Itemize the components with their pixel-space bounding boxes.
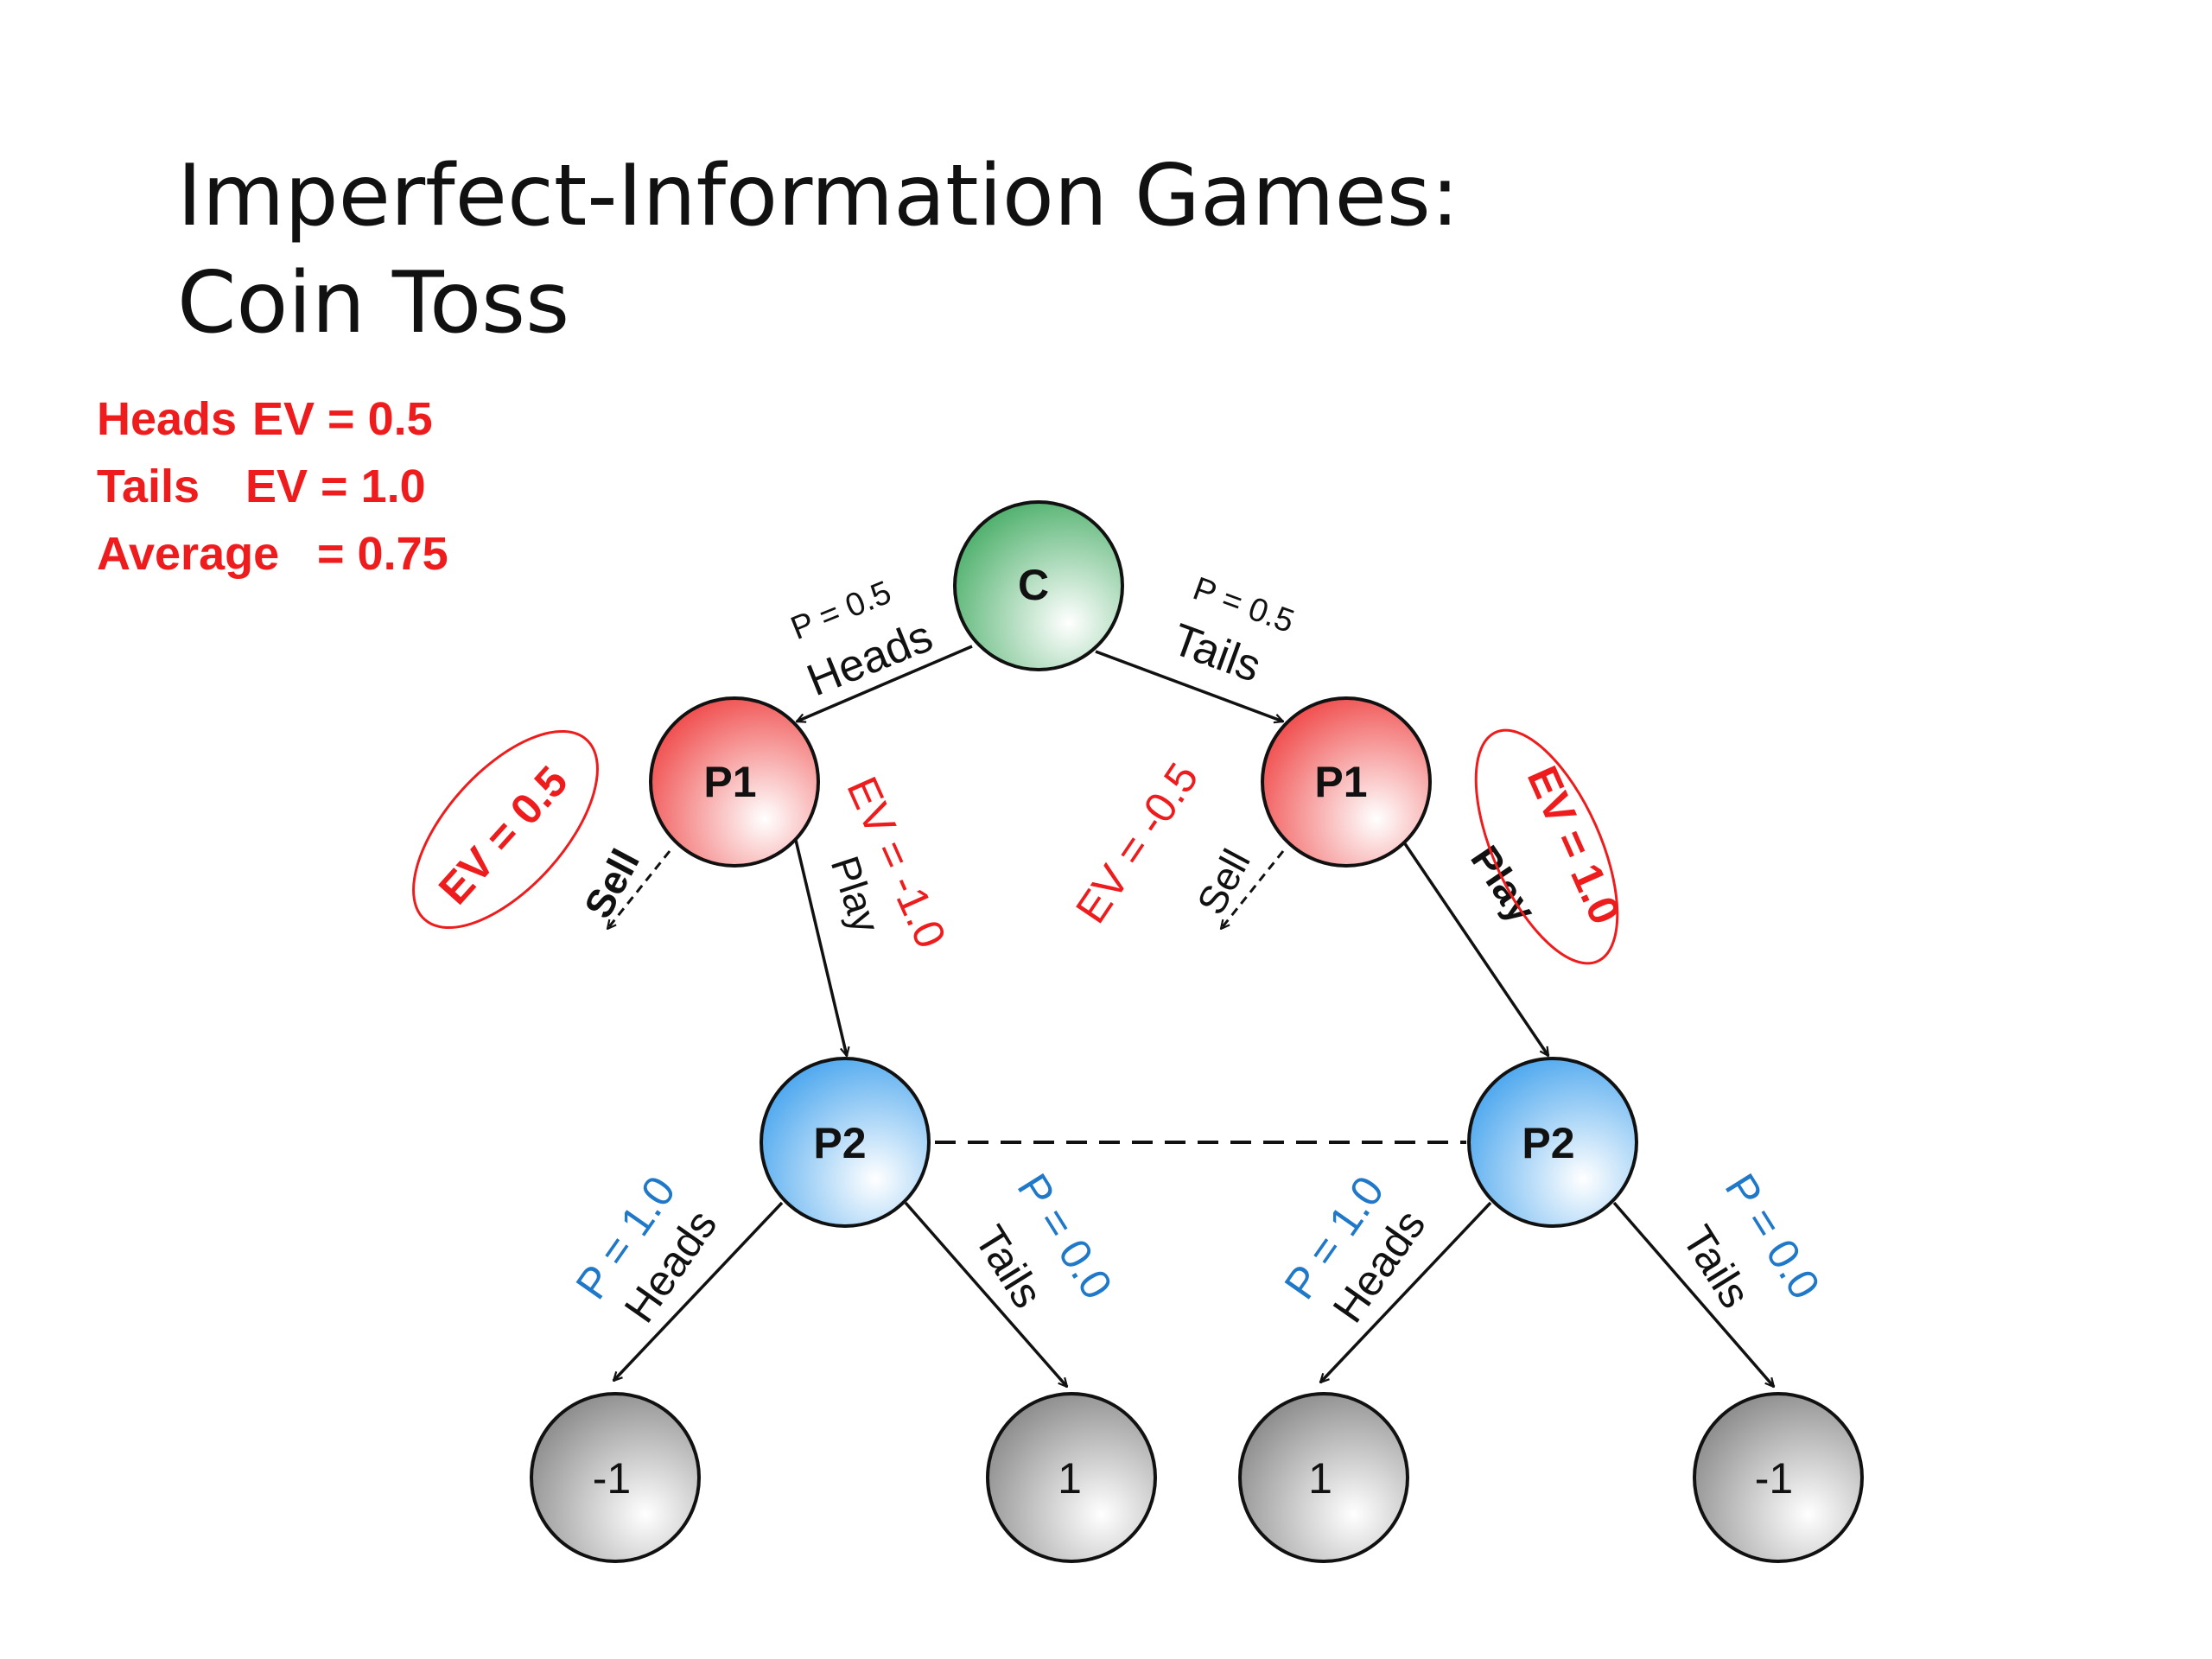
- leaf-node-4: -1: [1693, 1392, 1864, 1563]
- node-p2-right-label: P2: [1522, 1119, 1574, 1167]
- highlight-ellipse-left: [412, 729, 599, 930]
- node-p1-right-label: P1: [1314, 758, 1367, 806]
- highlight-ellipse-right: [1474, 728, 1619, 965]
- leaf-node-2: 1: [986, 1392, 1157, 1563]
- leaf-4-payoff: -1: [1755, 1454, 1793, 1503]
- leaf-2-payoff: 1: [1058, 1454, 1082, 1503]
- edge-chance-tails: [1095, 650, 1283, 721]
- summary-average-value: = 0.75: [317, 528, 448, 580]
- summary-tails-value: EV = 1.0: [245, 461, 426, 512]
- node-chance: C: [953, 500, 1124, 671]
- node-p2-left-label: P2: [813, 1119, 866, 1167]
- edge-p1-right-sell: [1221, 850, 1285, 929]
- leaf-node-3: 1: [1238, 1392, 1409, 1563]
- p1-right-sell-ev: EV = -0.5: [1066, 754, 1208, 931]
- summary-heads-label: Heads: [97, 393, 238, 445]
- title-line-1: Imperfect-Information Games:: [177, 147, 1459, 245]
- node-chance-label: C: [1018, 561, 1049, 609]
- edge-p1-left-play: [793, 836, 847, 1056]
- title-line-2: Coin Toss: [177, 254, 570, 353]
- leaf-node-1: -1: [530, 1392, 701, 1563]
- node-p1-right: P1: [1261, 696, 1432, 868]
- edge-p2-right-heads: [1320, 1201, 1492, 1382]
- edge-p2-left-tails: [904, 1201, 1067, 1387]
- summary-average-label: Average: [97, 528, 280, 580]
- node-p2-left: P2: [760, 1057, 931, 1228]
- edge-p1-right-play: [1402, 842, 1550, 1056]
- leaf-3-payoff: 1: [1308, 1454, 1332, 1503]
- edge-p1-left-sell: [607, 850, 671, 929]
- p1-left-sell-ev: EV = 0.5: [429, 757, 577, 913]
- summary-heads-value: EV = 0.5: [252, 393, 433, 445]
- edge-chance-heads: [797, 645, 973, 721]
- p1-right-sell-label: Sell: [1188, 842, 1259, 921]
- node-p1-left-label: P1: [703, 758, 756, 806]
- p1-left-sell-label: Sell: [575, 842, 648, 925]
- node-p2-right: P2: [1467, 1057, 1638, 1228]
- node-p1-left: P1: [649, 696, 820, 868]
- edge-p2-left-heads: [613, 1201, 784, 1381]
- slide-title: Imperfect-Information Games: Coin Toss: [177, 143, 1459, 357]
- summary-tails-label: Tails: [97, 461, 200, 512]
- leaf-1-payoff: -1: [593, 1454, 631, 1503]
- edge-p2-right-tails: [1612, 1201, 1774, 1387]
